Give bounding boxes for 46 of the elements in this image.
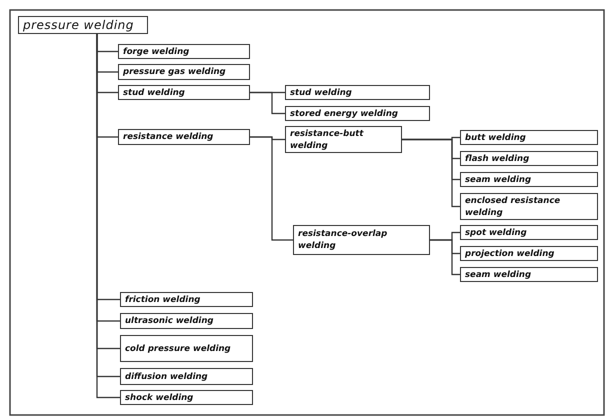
box-label: shock welding [125,392,194,404]
category-box [460,130,598,145]
box-label: butt welding [465,132,526,144]
connector-line [430,239,460,276]
box-label: projection welding [465,248,554,260]
box-label: resistance-overlap welding [298,228,388,252]
box-label: flash welding [465,152,530,164]
category-box [118,64,250,80]
category-box [120,335,253,362]
box-label: enclosed resistance welding [465,194,562,218]
connector-line [250,136,293,241]
box-label: seam welding [465,268,532,280]
connector-line [402,138,460,208]
box-label: forge welding [123,46,190,58]
box-label: stored energy welding [290,108,398,120]
category-box [460,267,598,282]
category-box [118,85,250,100]
box-label: spot welding [465,226,527,238]
box-label: resistance-butt welding [290,128,365,152]
box-label: pressure welding [23,19,134,31]
root-box [18,16,148,34]
category-box [118,44,250,59]
category-box [460,246,598,261]
category-box [285,85,430,100]
category-box [118,129,250,145]
box-label: stud welding [123,86,185,98]
category-box [460,151,598,166]
category-box [285,126,402,153]
box-label: seam welding [465,174,532,186]
category-box [293,225,430,255]
box-label: diffusion welding [125,370,208,382]
category-box [120,313,253,329]
box-label: friction welding [125,294,200,306]
category-box [120,390,253,405]
category-box [460,225,598,240]
box-label: resistance welding [123,131,214,143]
box-label: ultrasonic welding [125,315,214,327]
box-label: cold pressure welding [125,342,231,354]
category-box [120,292,253,307]
category-box [460,172,598,187]
box-label: stud welding [290,86,352,98]
category-box [460,193,598,220]
category-box [120,368,253,385]
connector-line [250,92,285,114]
category-box [285,106,430,121]
box-label: pressure gas welding [123,66,226,78]
